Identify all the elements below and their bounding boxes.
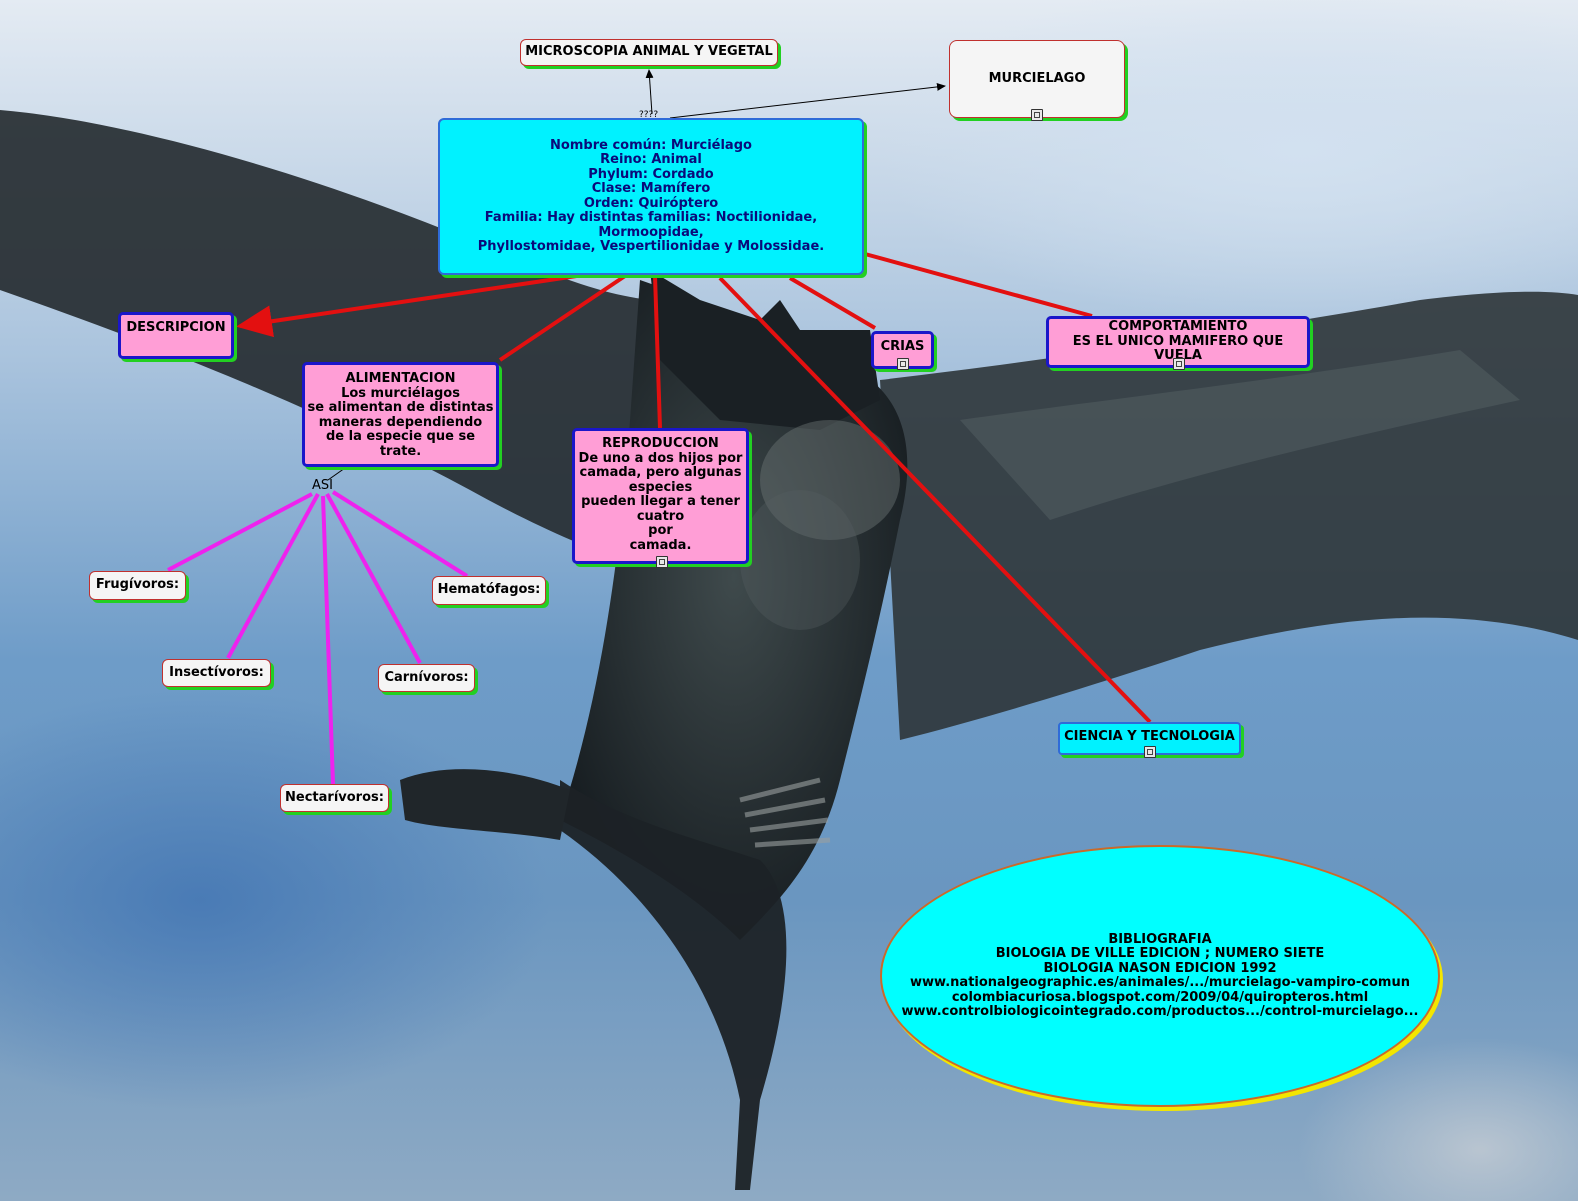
node-hematofagos[interactable]: Hematófagos: [432, 576, 546, 605]
link-carnivoros [325, 493, 422, 664]
link-hematofagos [331, 490, 469, 578]
node-alimentacion[interactable]: ALIMENTACION Los murciélagos se alimenta… [302, 362, 499, 467]
film-icon[interactable] [897, 358, 909, 370]
node-label: REPRODUCCION De uno a dos hijos por cama… [578, 436, 743, 553]
node-frugivoros[interactable]: Frugívoros: [89, 571, 186, 600]
node-label: Nectarívoros: [285, 789, 384, 805]
link-descripcion [236, 272, 591, 338]
node-label: CIENCIA Y TECNOLOGIA [1064, 729, 1235, 744]
link-insectivoros [226, 493, 320, 659]
node-label: COMPORTAMIENTO ES EL UNICO MAMIFERO QUE … [1072, 319, 1284, 364]
bibliografia-entry: www.controlbiologicointegrado.com/produc… [901, 1004, 1419, 1019]
link-frugivoros [167, 492, 313, 572]
node-central[interactable]: Nombre común: Murciélago Reino: Animal P… [438, 118, 864, 275]
link-alimentacion [498, 274, 627, 362]
node-insectivoros[interactable]: Insectívoros: [162, 659, 271, 687]
node-crias[interactable]: CRIAS [871, 331, 934, 370]
link-microscopia [645, 69, 654, 115]
node-label: MURCIELAGO [988, 70, 1086, 86]
node-label: Carnívoros: [384, 669, 469, 685]
node-bibliografia[interactable]: BIBLIOGRAFIA BIOLOGIA DE VILLE EDICION ;… [880, 845, 1440, 1107]
link-crias [788, 276, 877, 330]
node-label: DESCRIPCION [126, 320, 226, 335]
document-icon[interactable] [1144, 746, 1156, 758]
node-reproduccion[interactable]: REPRODUCCION De uno a dos hijos por cama… [572, 428, 749, 568]
node-label: Frugívoros: [95, 577, 180, 593]
bibliografia-entry: BIOLOGIA DE VILLE EDICION ; NUMERO SIETE [995, 946, 1325, 961]
node-label: ALIMENTACION Los murciélagos se alimenta… [307, 371, 494, 459]
film-icon[interactable] [1031, 109, 1043, 121]
bibliografia-entry: colombiacuriosa.blogspot.com/2009/04/qui… [951, 989, 1369, 1005]
node-label: Hematófagos: [437, 582, 541, 598]
node-murcielago[interactable]: MURCIELAGO [949, 40, 1125, 121]
node-carnivoros[interactable]: Carnívoros: [378, 664, 475, 692]
bibliografia-text: BIBLIOGRAFIA BIOLOGIA DE VILLE EDICION ;… [901, 931, 1419, 1020]
link-murcielago [669, 82, 946, 119]
link-reproduccion [653, 275, 662, 429]
node-ciencia[interactable]: CIENCIA Y TECNOLOGIA [1058, 722, 1241, 758]
image-icon[interactable] [1173, 358, 1185, 370]
asi-label: ASI [312, 478, 333, 493]
node-nectarivoros[interactable]: Nectarívoros: [280, 784, 389, 812]
node-label: Insectívoros: [169, 664, 264, 680]
link-comportamiento [864, 252, 1093, 318]
node-label: CRIAS [880, 339, 925, 354]
document-icon[interactable] [656, 556, 668, 568]
bibliografia-entry: BIOLOGIA NASON EDICION 1992 [1043, 960, 1277, 976]
node-label: MICROSCOPIA ANIMAL Y VEGETAL [525, 44, 773, 60]
link-ciencia [718, 276, 1152, 724]
node-label: Nombre común: Murciélago Reino: Animal P… [477, 137, 825, 254]
bibliografia-title: BIBLIOGRAFIA [1108, 931, 1212, 947]
node-descripcion[interactable]: DESCRIPCION [118, 312, 234, 359]
link-nectarivoros [321, 495, 335, 785]
node-comportamiento[interactable]: COMPORTAMIENTO ES EL UNICO MAMIFERO QUE … [1046, 316, 1310, 370]
node-microscopia[interactable]: MICROSCOPIA ANIMAL Y VEGETAL [520, 39, 778, 66]
link-asi [327, 467, 346, 481]
small-link-label: ???? [639, 110, 659, 120]
bibliografia-entry: www.nationalgeographic.es/animales/.../m… [910, 975, 1410, 990]
